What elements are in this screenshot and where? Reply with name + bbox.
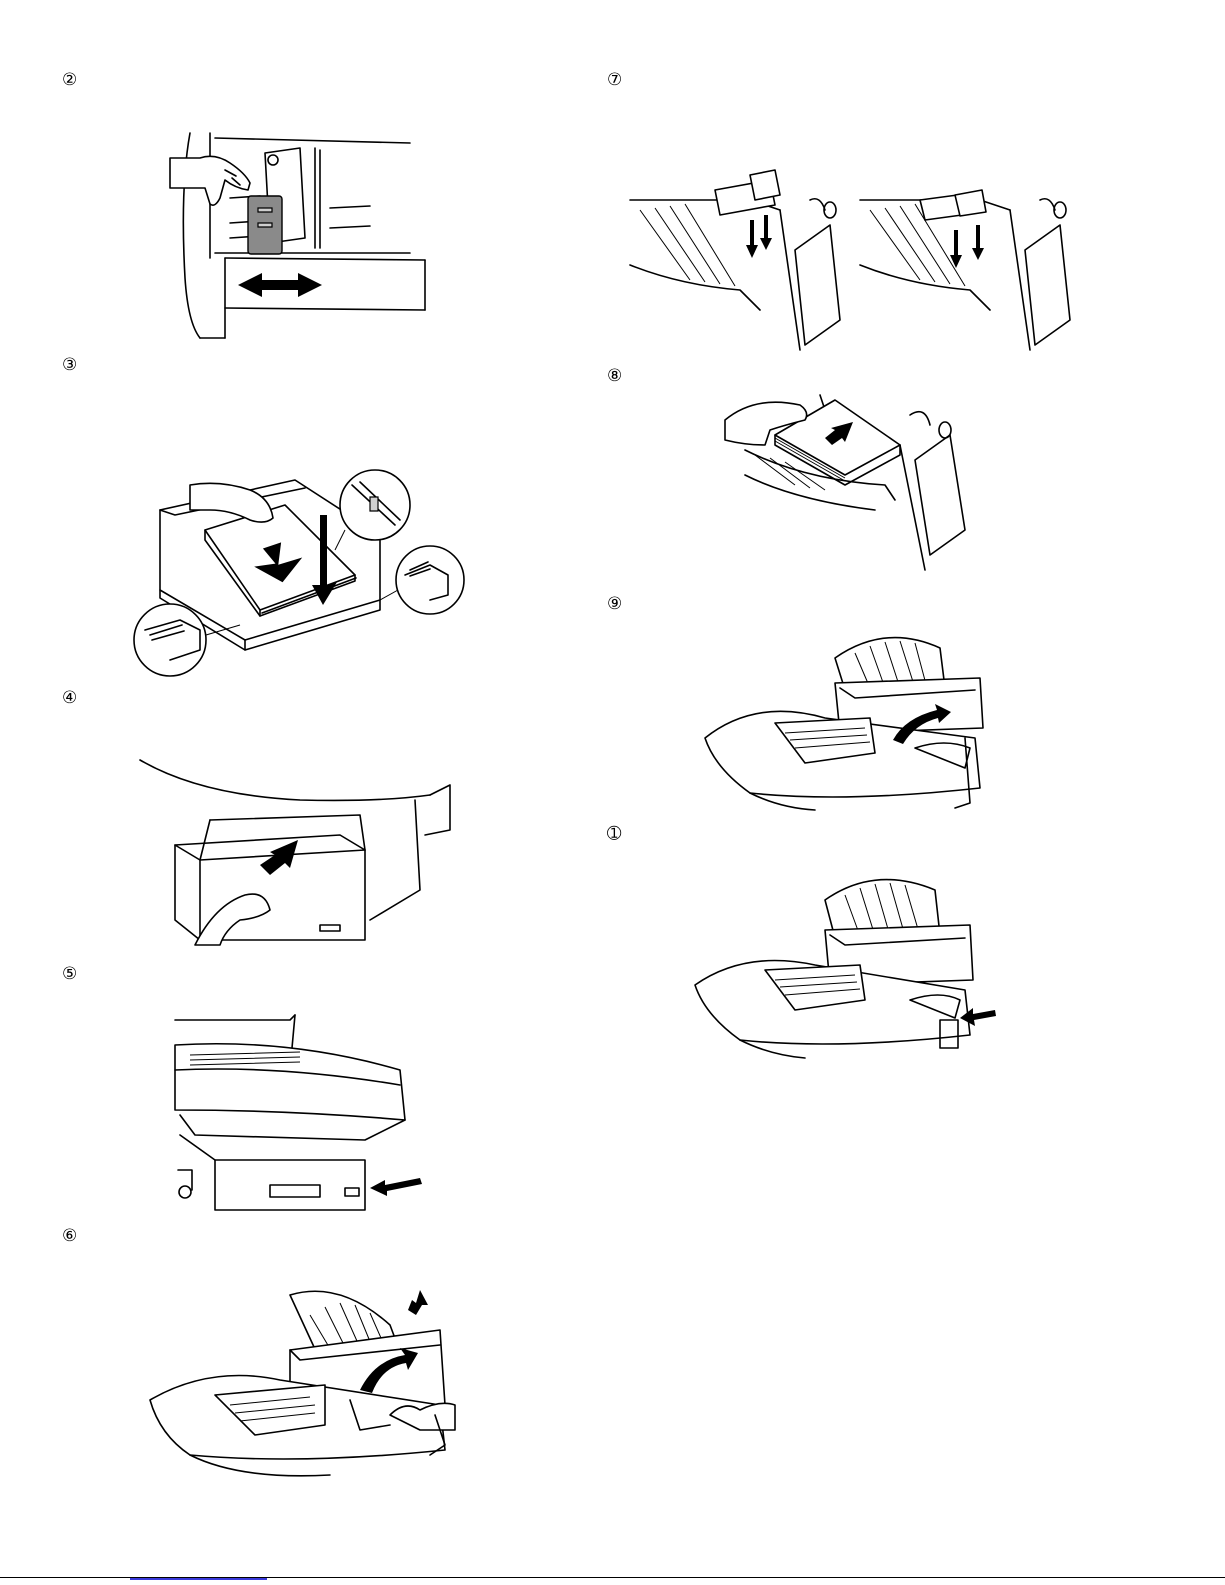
figure-insert-tray bbox=[140, 760, 460, 945]
step-number-10: ➀ bbox=[607, 826, 621, 843]
figure-load-paper-tray bbox=[130, 470, 470, 675]
figure-tray-guide-adjust bbox=[170, 128, 440, 343]
figure-open-tray-extension bbox=[150, 1285, 455, 1480]
page-bottom-link-underline bbox=[130, 1578, 267, 1580]
step-number-2: ② bbox=[62, 72, 77, 89]
step-number-8: ⑧ bbox=[607, 368, 622, 385]
step-number-6: ⑥ bbox=[62, 1228, 77, 1245]
step-number-9: ⑨ bbox=[607, 596, 622, 613]
figure-paper-guide-view-a bbox=[630, 170, 840, 355]
step-number-4: ④ bbox=[62, 690, 77, 707]
step-number-7: ⑦ bbox=[607, 72, 622, 89]
figure-fax-side-arrow bbox=[695, 860, 1000, 1060]
figure-tray-front-arrow bbox=[170, 1010, 435, 1215]
figure-paper-guide-view-b bbox=[860, 170, 1070, 355]
step-number-5: ⑤ bbox=[62, 966, 77, 983]
figure-fax-close-extension bbox=[705, 628, 985, 810]
figure-load-paper-stack bbox=[725, 390, 970, 580]
step-number-3: ③ bbox=[62, 357, 77, 374]
